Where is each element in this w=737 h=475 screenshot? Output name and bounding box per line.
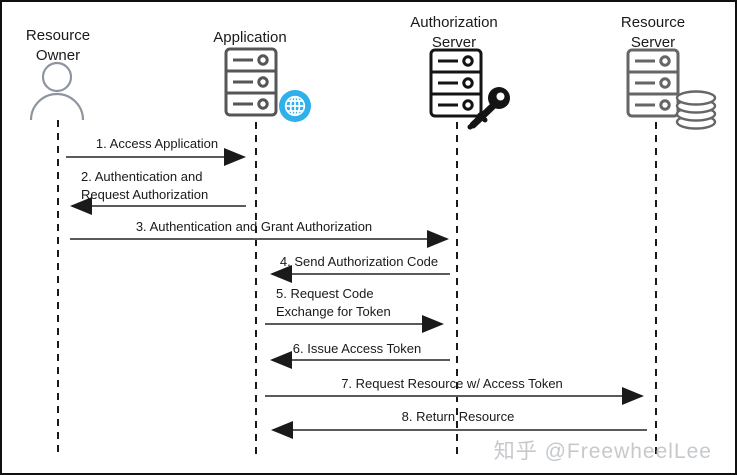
globe-icon xyxy=(279,90,311,122)
server-icon xyxy=(626,48,680,118)
message-label-7: 7. Request Resource w/ Access Token xyxy=(341,375,563,393)
message-text: Exchange for Token xyxy=(276,304,391,319)
message-text: 5. Request Code xyxy=(276,286,374,301)
message-text: 8. Return Resource xyxy=(401,409,515,424)
message-label-5: 5. Request Code Exchange for Token xyxy=(276,285,391,321)
server-icon xyxy=(429,48,483,118)
actor-label-line: Server xyxy=(630,34,676,51)
actor-label-line: Authorization xyxy=(410,14,498,31)
message-text: 3. Authentication and Grant Authorizatio… xyxy=(135,219,373,234)
message-label-2: 2. Authentication and Request Authorizat… xyxy=(81,168,208,204)
message-text: 2. Authentication and xyxy=(81,169,203,184)
message-text: 1. Access Application xyxy=(95,136,219,151)
message-text: Request Authorization xyxy=(81,187,209,202)
server-icon xyxy=(224,47,278,117)
actor-label-line: Application xyxy=(213,29,287,46)
message-label-1: 1. Access Application xyxy=(96,135,218,153)
actor-label-line: Resource xyxy=(620,14,686,31)
actor-label-line: Owner xyxy=(35,47,81,64)
actor-label-line: Resource xyxy=(25,27,91,44)
actor-label-resource-owner: Resource Owner xyxy=(2,26,114,66)
message-label-6: 6. Issue Access Token xyxy=(293,340,421,358)
message-label-3: 3. Authentication and Grant Authorizatio… xyxy=(136,218,372,236)
message-text: 6. Issue Access Token xyxy=(292,341,422,356)
key-icon xyxy=(467,87,510,130)
zhihu-watermark: 知乎 @FreewheelLee xyxy=(493,440,712,463)
message-text: 4. Send Authorization Code xyxy=(279,254,439,269)
message-label-8: 8. Return Resource xyxy=(402,408,515,426)
actor-label-authorization-server: Authorization Server xyxy=(394,13,514,53)
person-icon xyxy=(29,61,85,120)
message-label-4: 4. Send Authorization Code xyxy=(280,253,438,271)
message-text: 7. Request Resource w/ Access Token xyxy=(341,376,563,391)
actor-label-application: Application xyxy=(190,28,310,48)
actor-label-resource-server: Resource Server xyxy=(593,13,713,53)
actor-label-line: Server xyxy=(431,34,477,51)
database-icon xyxy=(675,90,717,130)
